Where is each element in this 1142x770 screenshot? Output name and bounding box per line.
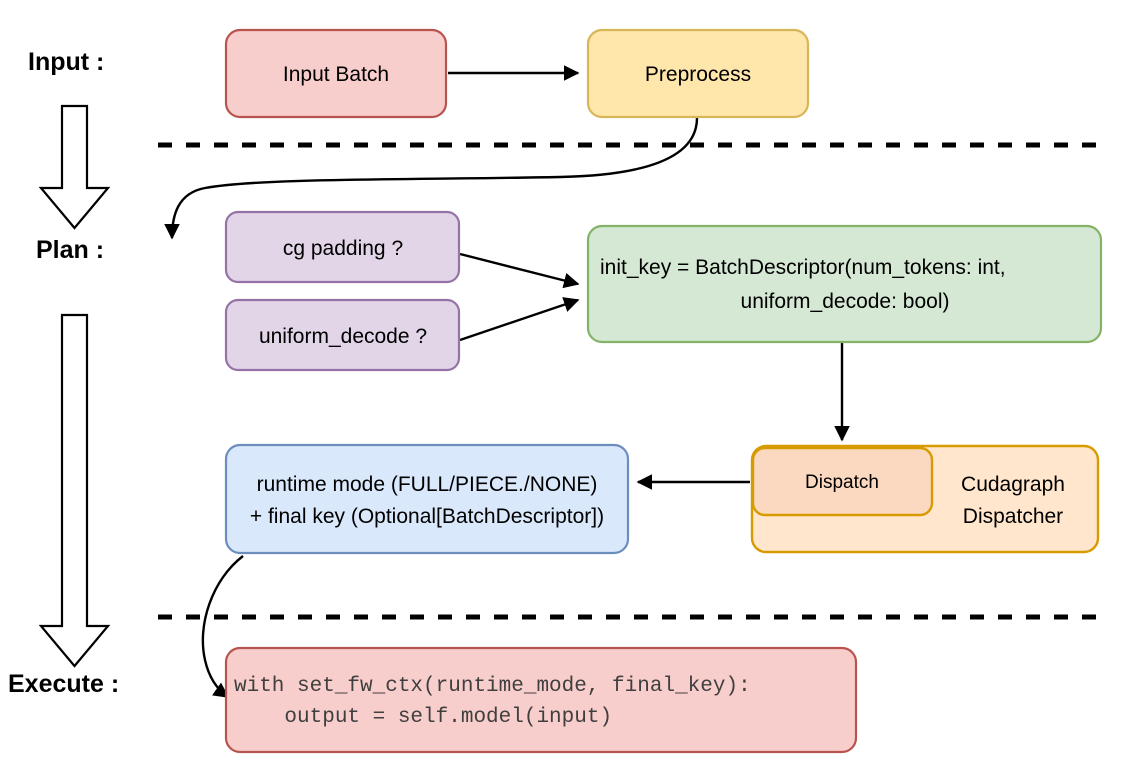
node-cudagraph-dispatcher-label-line2: Dispatcher bbox=[963, 505, 1063, 528]
node-init-key-label-line1: init_key = BatchDescriptor(num_tokens: i… bbox=[600, 256, 1006, 279]
node-preprocess-shape[interactable] bbox=[586, 28, 810, 119]
stage-label-plan: Plan : bbox=[36, 236, 104, 264]
stage-arrow-input-to-plan bbox=[38, 104, 111, 230]
edge-runtime-mode-to-execute-code bbox=[201, 555, 244, 698]
node-runtime-mode-label-line1: runtime mode (FULL/PIECE./NONE) bbox=[257, 473, 598, 496]
edge-cg-padding-to-init-key bbox=[459, 252, 580, 289]
node-runtime-mode-shape[interactable] bbox=[224, 443, 630, 555]
stage-dividers bbox=[158, 142, 1100, 620]
node-execute-code-shape[interactable] bbox=[224, 646, 858, 754]
node-dispatch-shape[interactable] bbox=[751, 446, 934, 517]
stage-labels: Input : Plan : Execute : bbox=[8, 48, 119, 698]
stage-label-input: Input : bbox=[28, 48, 104, 76]
node-cg-padding-label: cg padding ? bbox=[283, 237, 403, 260]
node-execute-code[interactable]: with set_fw_ctx(runtime_mode, final_key)… bbox=[224, 646, 858, 754]
stage-label-execute: Execute : bbox=[8, 670, 119, 698]
edge-uniform-decode-to-init-key bbox=[459, 297, 580, 342]
node-init-key-shape[interactable] bbox=[586, 224, 1103, 344]
node-runtime-mode-label-line2: + final key (Optional[BatchDescriptor]) bbox=[250, 505, 604, 528]
node-execute-code-line2: output = self.model(input) bbox=[234, 706, 612, 729]
node-uniform-decode-shape[interactable] bbox=[224, 298, 461, 372]
node-runtime-mode[interactable]: runtime mode (FULL/PIECE./NONE) + final … bbox=[224, 443, 630, 555]
nodes: Input Batch Preprocess cg padding ? unif… bbox=[224, 28, 1103, 754]
node-dispatch-label: Dispatch bbox=[805, 472, 879, 493]
node-cg-padding-shape[interactable] bbox=[224, 210, 461, 284]
node-input-batch-shape[interactable] bbox=[224, 28, 448, 119]
stage-arrows bbox=[38, 104, 111, 668]
edges bbox=[164, 65, 850, 698]
stage-arrow-plan-to-execute bbox=[38, 313, 111, 668]
node-cudagraph-dispatcher-label-line1: Cudagraph bbox=[961, 473, 1065, 496]
node-input-batch-label: Input Batch bbox=[283, 63, 389, 86]
node-cg-padding[interactable]: cg padding ? bbox=[224, 210, 461, 284]
node-init-key-label-line2: uniform_decode: bool) bbox=[741, 290, 950, 313]
node-uniform-decode[interactable]: uniform_decode ? bbox=[224, 298, 461, 372]
node-preprocess-label: Preprocess bbox=[645, 63, 751, 86]
node-execute-code-line1: with set_fw_ctx(runtime_mode, final_key)… bbox=[234, 675, 751, 698]
node-uniform-decode-label: uniform_decode ? bbox=[259, 325, 427, 348]
node-input-batch[interactable]: Input Batch bbox=[224, 28, 448, 119]
node-init-key[interactable]: init_key = BatchDescriptor(num_tokens: i… bbox=[586, 224, 1103, 344]
node-dispatch[interactable]: Dispatch bbox=[751, 446, 934, 517]
node-preprocess[interactable]: Preprocess bbox=[586, 28, 810, 119]
edge-preprocess-to-cg-padding bbox=[164, 117, 699, 240]
